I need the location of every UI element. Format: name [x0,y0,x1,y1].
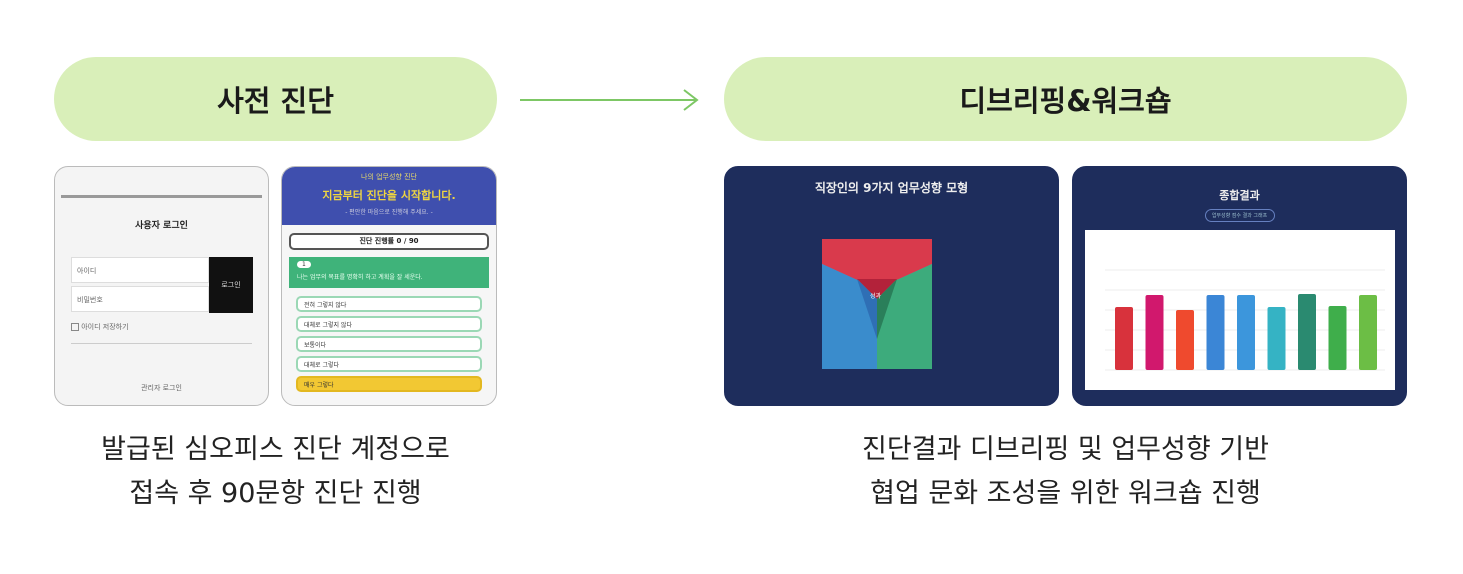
result-chart-panel [1085,230,1395,390]
result-tag: 업무성향 점수 결과 그래프 [1204,209,1275,222]
login-screenshot: 사용자 로그인 아이디 비밀번호 로그인 아이디 저장하기 관리자 로그인 [54,166,269,406]
option-5-selected[interactable]: 매우 그렇다 [296,376,482,392]
result-title: 종합결과 [1219,189,1260,202]
option-2[interactable]: 대체로 그렇지 않다 [296,316,482,332]
survey-subtitle: 나의 업무성향 진단 [361,173,417,181]
caption-pre-diagnosis: 발급된 심오피스 진단 계정으로 접속 후 90문항 진단 진행 [54,428,497,516]
bar [1298,294,1316,370]
bar [1328,306,1347,370]
caption-line: 접속 후 90문항 진단 진행 [129,478,422,509]
progress-label: 진단 진행률 0 / 90 [289,233,489,250]
model-center-label: 성과 [870,293,882,300]
login-title: 사용자 로그인 [135,221,188,231]
survey-screenshot: 나의 업무성향 진단 지금부터 진단을 시작합니다. - 편안한 마음으로 진행… [281,166,497,406]
question-number: 1 [297,261,311,268]
login-button[interactable]: 로그인 [209,257,253,313]
admin-login-link[interactable]: 관리자 로그인 [141,384,182,392]
survey-title: 지금부터 진단을 시작합니다. [322,189,456,202]
bar [1206,295,1225,370]
bar [1176,310,1194,370]
step-pre-diagnosis: 사전 진단 [54,57,497,141]
caption-line: 협업 문화 조성을 위한 워크숍 진행 [870,478,1261,509]
bar [1115,307,1133,370]
step-title: 디브리핑&워크숍 [959,84,1172,118]
model-title: 직장인의 9가지 업무성향 모형 [814,181,969,195]
option-3[interactable]: 보통이다 [296,336,482,352]
survey-note: - 편안한 마음으로 진행해 주세요. - [345,209,433,216]
bar-chart [1105,269,1385,371]
id-input[interactable]: 아이디 [71,257,209,283]
caption-workshop: 진단결과 디브리핑 및 업무성향 기반 협업 문화 조성을 위한 워크숍 진행 [724,428,1407,516]
bar [1237,295,1255,370]
bar [1359,295,1377,370]
question-text: 나는 업무의 목표를 명확히 하고 계획을 잘 세운다. [297,274,423,281]
remember-checkbox[interactable]: 아이디 저장하기 [71,322,129,332]
option-4[interactable]: 대체로 그렇다 [296,356,482,372]
caption-line: 진단결과 디브리핑 및 업무성향 기반 [862,434,1269,465]
model-slide: 직장인의 9가지 업무성향 모형 성과 [724,166,1059,406]
caption-line: 발급된 심오피스 진단 계정으로 [101,434,450,465]
result-slide: 종합결과 업무성향 점수 결과 그래프 [1072,166,1407,406]
step-workshop: 디브리핑&워크숍 [724,57,1407,141]
pw-input[interactable]: 비밀번호 [71,286,209,312]
pw-placeholder: 비밀번호 [77,296,103,304]
step-title: 사전 진단 [217,84,334,118]
option-1[interactable]: 전혀 그렇지 않다 [296,296,482,312]
model-diagram [822,239,932,369]
arrow-right-icon [520,89,699,111]
remember-label: 아이디 저장하기 [81,323,129,331]
id-placeholder: 아이디 [77,267,97,275]
bar [1267,307,1286,370]
bar [1145,295,1164,370]
